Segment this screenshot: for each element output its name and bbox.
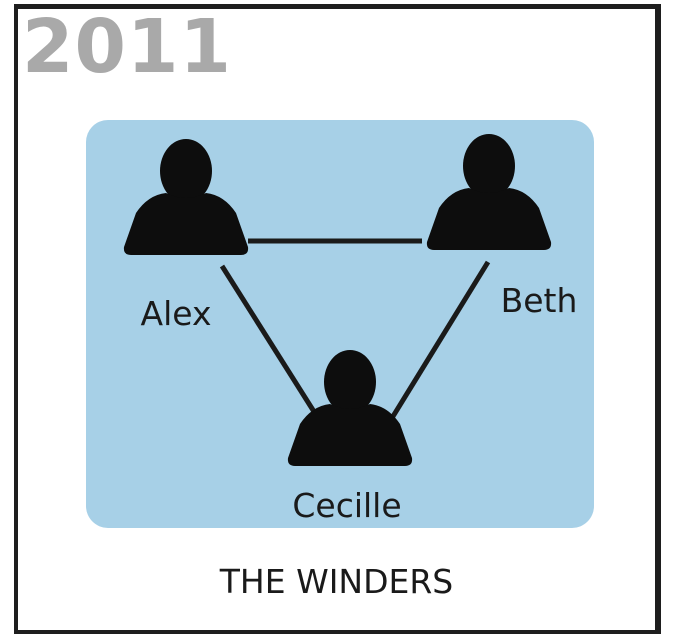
person-icon <box>123 139 249 255</box>
person-icon <box>287 350 413 466</box>
person-beth: Beth <box>426 134 578 320</box>
group-title: THE WINDERS <box>219 562 454 601</box>
person-label-alex: Alex <box>141 294 212 333</box>
person-icon <box>426 134 552 250</box>
person-label-beth: Beth <box>501 281 578 320</box>
person-alex: Alex <box>123 139 249 333</box>
person-label-cecille: Cecille <box>292 486 401 525</box>
connection-beth-cecille <box>389 260 491 420</box>
connection-alex-cecille <box>219 264 321 420</box>
person-cecille: Cecille <box>287 350 413 525</box>
year-label: 2011 <box>22 4 232 90</box>
